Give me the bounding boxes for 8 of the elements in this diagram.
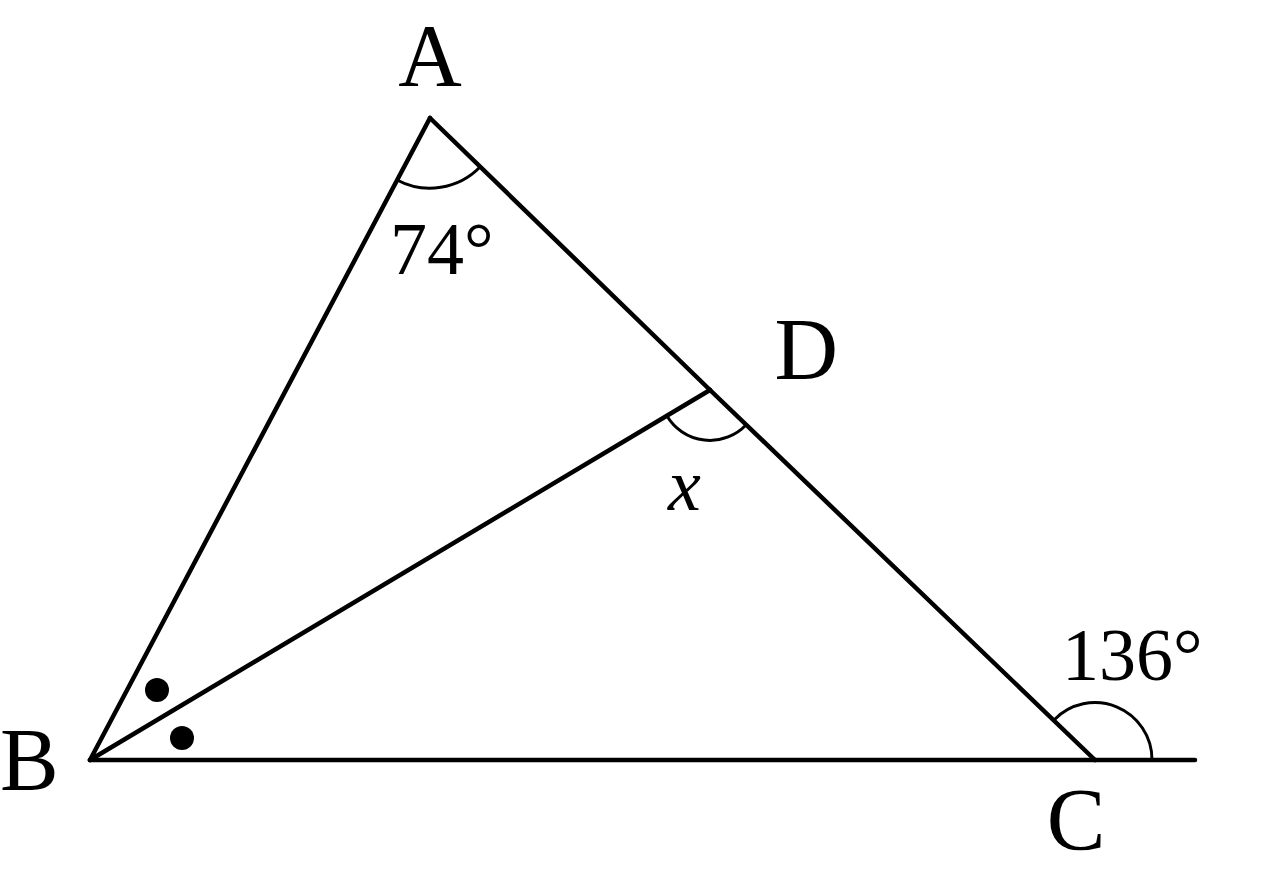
vertex-label: C: [1030, 760, 1122, 864]
vertex-label: A: [392, 12, 468, 118]
vertex-label: D: [710, 306, 838, 390]
angle-label: x: [668, 448, 701, 522]
angle-label: 74°: [390, 212, 494, 286]
line-segment: [1092, 757, 1198, 763]
vertex-label: B: [0, 718, 90, 802]
angle-label: 136°: [1062, 618, 1203, 692]
